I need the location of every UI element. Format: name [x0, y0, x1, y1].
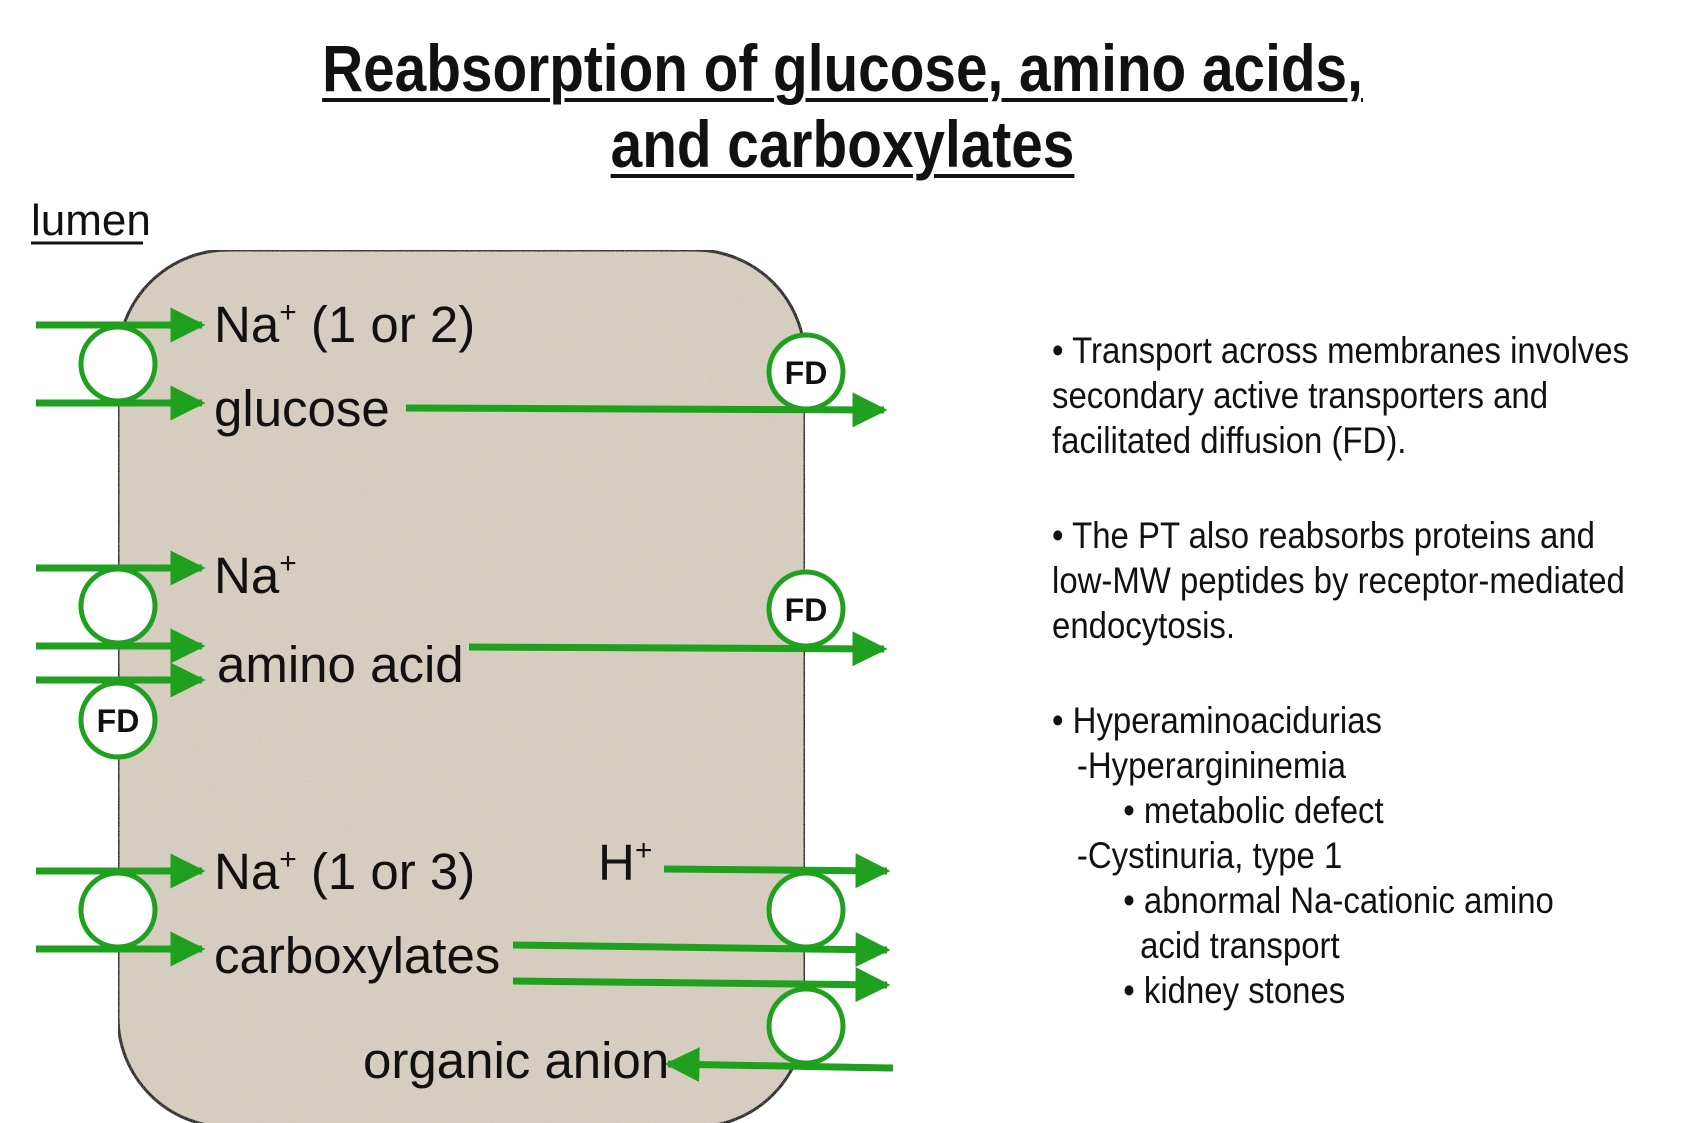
na-text: Na: [214, 296, 280, 353]
spacer: [1052, 463, 1604, 513]
h-exit-arrow: [663, 853, 891, 889]
na-glucose-label: Na+ (1 or 2): [214, 296, 475, 353]
h-plus: +: [635, 834, 653, 867]
na-amino-label: Na+: [214, 547, 297, 604]
note-1-line-3: facilitated diffusion (FD).: [1052, 420, 1407, 461]
organic-anion-label: organic anion: [363, 1032, 669, 1089]
note-3-line-3: • metabolic defect: [1123, 790, 1384, 831]
na-plus: +: [279, 547, 297, 580]
na-plus: +: [279, 296, 297, 329]
fd-label-3: FD: [785, 592, 828, 628]
h-text: H: [598, 834, 635, 891]
note-1-line-2: secondary active transporters and: [1052, 375, 1549, 416]
glut-fd-transporter: [766, 332, 846, 412]
note-2-line-2: low-MW peptides by receptor-mediated: [1052, 560, 1625, 601]
organic-anion-arrow: [664, 1047, 894, 1083]
page-title: Reabsorption of glucose, amino acids, an…: [118, 30, 1567, 182]
apical-fd-transporter: [78, 680, 158, 760]
note-3-line-1: • Hyperaminoacidurias: [1052, 700, 1382, 741]
fd-label-1: FD: [785, 355, 828, 391]
title-line-1: Reabsorption of glucose, amino acids,: [322, 31, 1363, 105]
note-2-line-3: endocytosis.: [1052, 605, 1236, 646]
note-3-line-6: acid transport: [1140, 925, 1340, 966]
note-3-line-5: • abnormal Na-cationic amino: [1123, 880, 1554, 921]
note-2-line-1: • The PT also reabsorbs proteins and: [1052, 515, 1595, 556]
na-carbox-transporter: [78, 870, 158, 950]
note-3-line-7: • kidney stones: [1123, 970, 1346, 1011]
na-stoich-1: (1 or 2): [297, 296, 476, 353]
sglt-transporter: [78, 324, 158, 404]
carbox-exit-arrow-2: [512, 967, 891, 1003]
na-text: Na: [214, 547, 280, 604]
carboxylates-label: carboxylates: [214, 927, 500, 984]
spacer: [1052, 648, 1604, 698]
basolateral-fd-transporter: [766, 569, 846, 649]
na-carbox-label: Na+ (1 or 3): [214, 843, 475, 900]
carbox-exit-arrow-1: [512, 932, 891, 968]
note-3-line-4: -Cystinuria, type 1: [1076, 835, 1343, 876]
na-plus: +: [279, 843, 297, 876]
h-label: H+: [598, 834, 652, 891]
oat-exchanger: [766, 986, 846, 1066]
note-1-line-1: • Transport across membranes involves: [1052, 330, 1630, 371]
lumen-label: lumen: [31, 196, 151, 245]
amino-acid-label: amino acid: [217, 636, 464, 693]
nhe-exchanger: [766, 870, 846, 950]
note-3-line-2: -Hyperargininemia: [1076, 745, 1346, 786]
amino-exit-arrow: [468, 631, 888, 667]
glucose-label: glucose: [214, 380, 390, 437]
title-line-2: and carboxylates: [610, 107, 1075, 181]
na-amino-transporter: [78, 566, 158, 646]
na-stoich-2: (1 or 3): [297, 843, 476, 900]
notes-panel: • Transport across membranes involves se…: [1052, 328, 1630, 1013]
na-text: Na: [214, 843, 280, 900]
fd-label-2: FD: [97, 703, 140, 739]
